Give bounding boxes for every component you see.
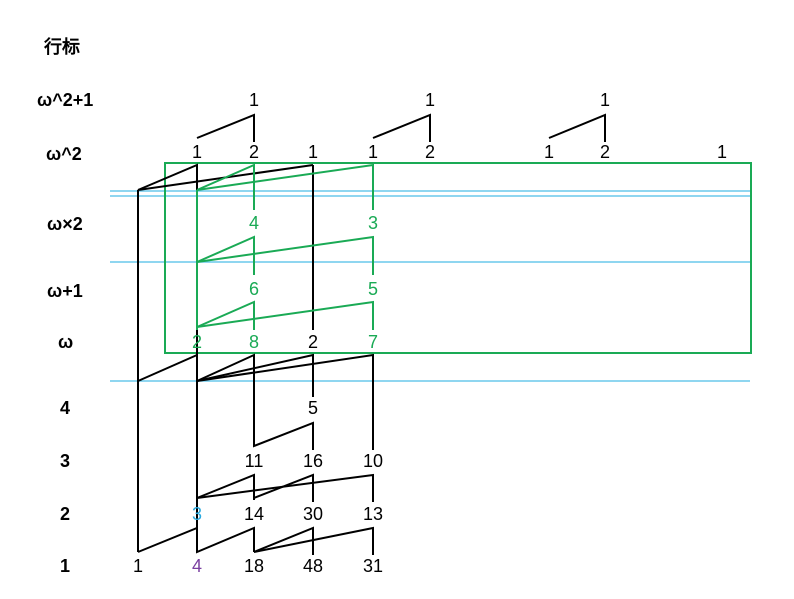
node-label: 48 (303, 556, 323, 576)
row-label-3: 3 (60, 451, 70, 471)
edge (196, 353, 314, 397)
node-label: 4 (249, 213, 259, 233)
node-label: 1 (192, 142, 202, 162)
row-label-omega-plus-1: ω+1 (47, 281, 83, 301)
edge (196, 353, 314, 450)
node-label: 16 (303, 451, 323, 471)
node-label: 1 (600, 90, 610, 110)
node-label: 3 (368, 213, 378, 233)
node-label: 2 (308, 332, 318, 352)
edge-hook (196, 113, 255, 142)
node-label: 1 (717, 142, 727, 162)
node-label: 2 (425, 142, 435, 162)
node-label: 7 (368, 332, 378, 352)
green-edges (196, 163, 374, 330)
row-label-2: 2 (60, 504, 70, 524)
node-label: 6 (249, 279, 259, 299)
node-label: 2 (249, 142, 259, 162)
edge (253, 473, 314, 502)
node-label: 30 (303, 504, 323, 524)
node-label: 5 (368, 279, 378, 299)
node-label: 14 (244, 504, 264, 524)
row-label-omega-times-2: ω×2 (47, 214, 83, 234)
edge-green (196, 163, 255, 210)
node-label: 13 (363, 504, 383, 524)
row-labels: ω^2+1 ω^2 ω×2 ω+1 ω 4 3 2 1 (37, 90, 93, 576)
node-label: 1 (368, 142, 378, 162)
edge (137, 526, 255, 554)
green-highlight-box (164, 162, 752, 354)
edge-green (196, 163, 374, 210)
row-label-omega: ω (58, 332, 73, 352)
node-label: 1 (133, 556, 143, 576)
edge-hook (548, 113, 606, 142)
node-label: 31 (363, 556, 383, 576)
node-label: 8 (249, 332, 259, 352)
edge (196, 353, 374, 450)
node-label: 1 (425, 90, 435, 110)
separator-lines (110, 190, 750, 382)
node-label: 2 (192, 332, 202, 352)
edge (196, 473, 255, 500)
row-label-omega-squared: ω^2 (46, 144, 82, 164)
header-label: 行标 (43, 36, 80, 57)
row-label-omega-squared-plus-1: ω^2+1 (37, 90, 93, 110)
row-label-4: 4 (60, 398, 70, 418)
edge-green (196, 235, 374, 275)
node-label: 2 (600, 142, 610, 162)
edge (196, 473, 374, 502)
row-label-1: 1 (60, 556, 70, 576)
edge (253, 526, 374, 555)
node-label: 10 (363, 451, 383, 471)
node-label: 5 (308, 398, 318, 418)
node-label: 4 (192, 556, 202, 576)
node-labels: 1 1 1 1 2 1 1 2 1 2 1 4 3 6 5 2 8 2 7 5 … (133, 90, 727, 576)
edge-hook (372, 113, 431, 142)
node-label: 1 (544, 142, 554, 162)
node-label: 18 (244, 556, 264, 576)
black-edges (137, 113, 606, 555)
edge (137, 354, 198, 382)
edge (137, 163, 198, 552)
edge-green (196, 300, 374, 330)
node-label: 3 (192, 504, 202, 524)
node-label: 1 (249, 90, 259, 110)
edge (253, 526, 314, 555)
edge-green (196, 300, 255, 330)
node-label: 11 (245, 451, 264, 471)
node-label: 1 (308, 142, 318, 162)
edge-green (196, 235, 255, 275)
